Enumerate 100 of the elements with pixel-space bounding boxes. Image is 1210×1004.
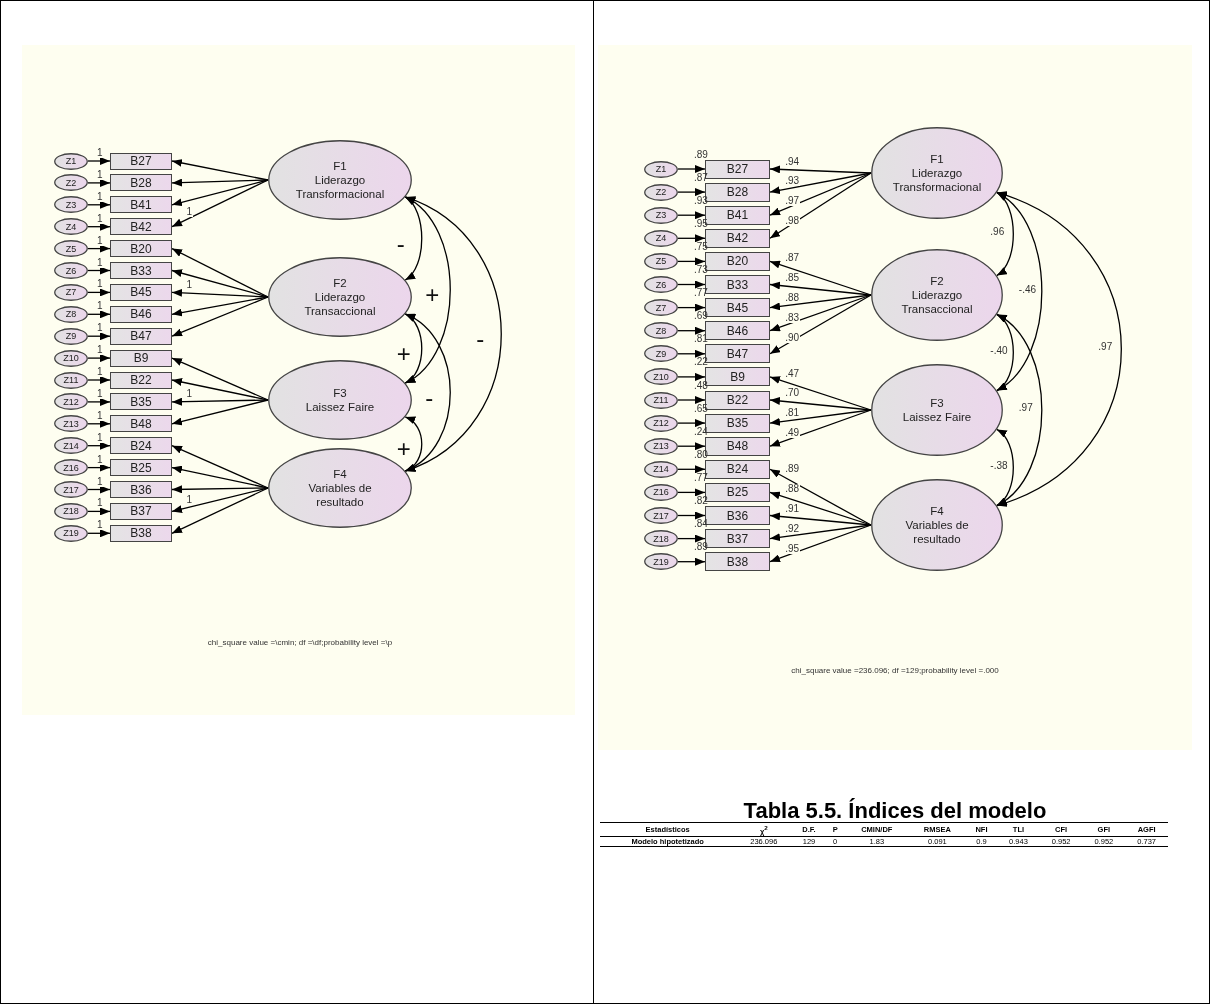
edge-label: -.46 bbox=[1017, 284, 1038, 295]
arrow bbox=[87, 310, 111, 319]
error-circle bbox=[644, 530, 678, 548]
factor-label: F1 bbox=[930, 152, 944, 166]
edge-label: 1 bbox=[185, 495, 193, 506]
factor-label: Variables de resultado bbox=[307, 481, 373, 509]
value-label: .89 bbox=[693, 149, 709, 160]
arrow bbox=[677, 280, 706, 289]
factor-label: Liderazgo Transformacional bbox=[891, 166, 983, 194]
variable-box: B28 bbox=[110, 174, 172, 192]
arrow bbox=[677, 211, 706, 220]
edge-label: 1 bbox=[96, 498, 104, 509]
arrow bbox=[677, 396, 706, 404]
factor-label: F1 bbox=[333, 159, 347, 173]
error-label: Z12 bbox=[63, 396, 79, 407]
variable-box: B24 bbox=[110, 437, 172, 455]
double-headed-curved-arrow bbox=[404, 313, 423, 384]
arrow bbox=[171, 179, 269, 207]
edge-label: 1 bbox=[96, 191, 104, 202]
arrow bbox=[769, 409, 872, 447]
variable-box: B36 bbox=[705, 506, 770, 525]
edge-label: 1 bbox=[96, 410, 104, 421]
error-label: Z1 bbox=[655, 164, 667, 174]
edge-label: 1 bbox=[96, 345, 104, 356]
edge-label: .85 bbox=[784, 272, 801, 283]
error-label: Z17 bbox=[63, 484, 79, 495]
edge-label: 1 bbox=[96, 279, 104, 290]
edge-label: 1 bbox=[96, 235, 104, 246]
factor-label: Variables de resultado bbox=[904, 518, 970, 546]
edge-label: .98 bbox=[784, 216, 801, 227]
error-circle bbox=[54, 305, 88, 323]
edge-label: 1 bbox=[96, 169, 104, 180]
error-label: Z18 bbox=[63, 506, 79, 517]
edge-label: .88 bbox=[784, 483, 801, 494]
edge-label: .90 bbox=[784, 332, 801, 343]
arrow bbox=[171, 487, 269, 534]
error-label: Z5 bbox=[655, 256, 667, 267]
error-label: Z9 bbox=[65, 331, 77, 342]
error-circle bbox=[54, 327, 88, 345]
error-label: Z9 bbox=[655, 348, 667, 359]
factor-label: Liderazgo Transformacional bbox=[294, 173, 386, 201]
error-circle bbox=[54, 415, 88, 433]
arrow bbox=[677, 234, 706, 243]
error-circle bbox=[54, 524, 88, 542]
error-label: Z4 bbox=[655, 233, 667, 244]
arrow bbox=[677, 188, 706, 197]
arrow bbox=[769, 376, 872, 411]
variable-box: B33 bbox=[110, 262, 172, 279]
arrow bbox=[677, 488, 706, 497]
error-circle bbox=[644, 252, 678, 270]
factor-ellipse bbox=[871, 364, 1003, 456]
error-circle bbox=[644, 322, 678, 340]
error-circle bbox=[54, 174, 88, 192]
factor-label: F4 bbox=[930, 504, 944, 518]
error-label: Z8 bbox=[65, 309, 77, 320]
arrow bbox=[87, 485, 111, 494]
arrow bbox=[677, 557, 706, 566]
error-circle bbox=[644, 391, 678, 409]
arrow bbox=[87, 354, 111, 363]
arrow bbox=[171, 247, 269, 298]
error-label: Z8 bbox=[655, 325, 667, 336]
edge-label: 1 bbox=[96, 148, 104, 158]
factor-ellipse bbox=[268, 257, 412, 337]
factor-ellipse bbox=[871, 249, 1003, 341]
arrow bbox=[769, 165, 872, 174]
variable-box: B36 bbox=[110, 481, 172, 498]
arrow bbox=[769, 512, 872, 526]
variable-box: B20 bbox=[110, 240, 172, 258]
factor-ellipse bbox=[871, 127, 1003, 219]
arrow bbox=[87, 463, 111, 472]
error-label: Z5 bbox=[65, 243, 77, 254]
fit-note: chi_square value =236.096; df =129;probability level =.000 bbox=[791, 666, 999, 675]
edge-label: -.38 bbox=[989, 460, 1009, 471]
edge-label: 1 bbox=[96, 301, 104, 312]
error-circle bbox=[54, 240, 88, 258]
variable-box: B47 bbox=[705, 344, 770, 364]
arrow bbox=[87, 222, 111, 231]
edge-label: .95 bbox=[784, 543, 801, 554]
edge-label: .96 bbox=[989, 227, 1006, 237]
factor-ellipse bbox=[268, 140, 412, 220]
error-circle bbox=[54, 349, 88, 367]
error-circle bbox=[644, 276, 678, 293]
error-circle bbox=[644, 368, 678, 386]
arrow bbox=[769, 397, 872, 411]
arrow bbox=[171, 445, 269, 489]
arrow bbox=[87, 244, 111, 253]
arrow bbox=[87, 157, 111, 165]
arrow bbox=[87, 507, 111, 516]
error-circle bbox=[644, 206, 678, 224]
error-circle bbox=[54, 437, 88, 455]
error-label: Z14 bbox=[653, 464, 669, 475]
arrow bbox=[87, 441, 111, 450]
error-label: Z6 bbox=[655, 279, 667, 290]
factor-ellipse bbox=[268, 360, 412, 440]
factor-label: F3 bbox=[930, 396, 944, 410]
edge-label: .88 bbox=[784, 292, 801, 303]
edge-label: 1 bbox=[96, 323, 104, 334]
arrow bbox=[171, 357, 269, 401]
edge-label: 1 bbox=[96, 388, 104, 399]
error-label: Z14 bbox=[63, 440, 79, 451]
